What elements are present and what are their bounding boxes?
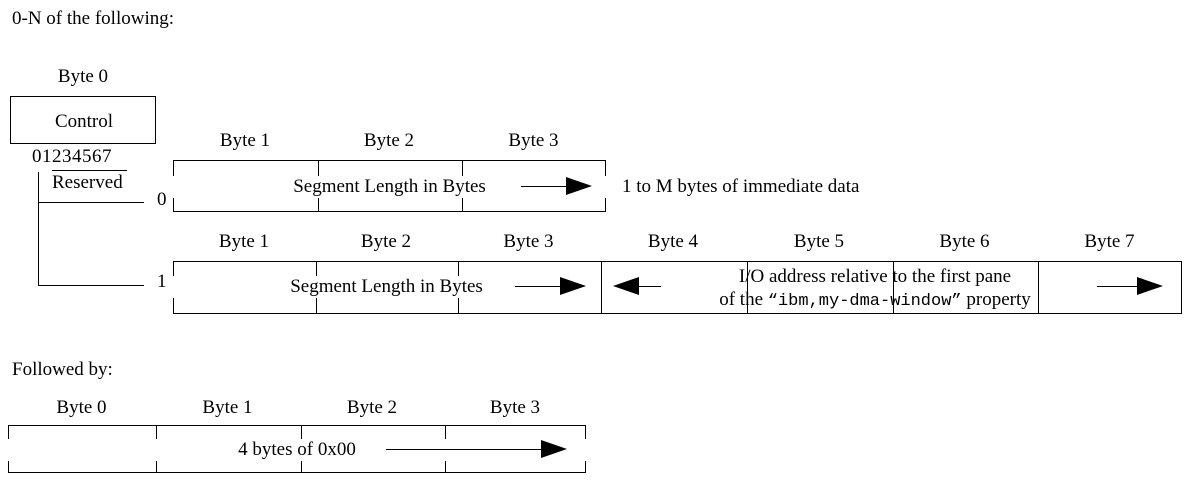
row1-byte4-label: Byte 4 (647, 231, 699, 252)
row1-address-line1: I/O address relative to the first pane (738, 266, 1012, 287)
control-box: Control (10, 96, 156, 144)
row0-byte2-label: Byte 2 (363, 130, 415, 151)
row0-index: 0 (157, 189, 167, 210)
followed-by-heading: Followed by: (12, 359, 113, 380)
reserved-overline (52, 170, 127, 171)
row1-cell-divider-3 (601, 262, 602, 313)
row1-cell-divider-4 (747, 262, 748, 313)
row0-arrow-right-head (566, 177, 592, 195)
row1-address-line2-post: property (961, 289, 1031, 310)
trailer-arrow-right-head (541, 440, 567, 458)
row0-arrow-label: Segment Length in Bytes (173, 176, 606, 198)
immediate-data-note: 1 to M bytes of immediate data (622, 176, 860, 197)
row1-cell-divider-5 (893, 262, 894, 313)
row1-addr-arrow-left-head (613, 277, 639, 295)
reserved-label: Reserved (52, 172, 123, 193)
row1-address-line2-pre: of the (719, 289, 768, 310)
row0-arrow-right-shaft (521, 186, 566, 187)
control-box-label: Control (54, 111, 114, 132)
row1-byte5-label: Byte 5 (793, 231, 845, 252)
row0-byte1-label: Byte 1 (219, 130, 271, 151)
trailer-byte1-label: Byte 1 (202, 397, 253, 418)
bit7-bracket-vertical (38, 172, 39, 286)
trailer-byte2-label: Byte 2 (346, 397, 398, 418)
row1-seg-arrow-right-shaft (515, 286, 560, 287)
row1-addr-arrow-right-head (1137, 277, 1163, 295)
row1-seg-arrow-right-head (560, 277, 586, 295)
intro-heading: 0-N of the following: (12, 8, 175, 29)
row1-address-line2: of the “ibm,my-dma-window” property (640, 288, 1110, 313)
row1-byte2-label: Byte 2 (360, 231, 412, 252)
trailer-byte3-label: Byte 3 (489, 397, 541, 418)
trailer-arrow-label: 4 bytes of 0x00 (8, 439, 586, 461)
row1-addr-arrow-right-shaft (1097, 286, 1137, 287)
control-byte-label: Byte 0 (57, 66, 109, 87)
row1-byte3-label: Byte 3 (503, 231, 554, 252)
row1-seg-arrow-label: Segment Length in Bytes (173, 276, 600, 298)
row1-address-property: “ibm,my-dma-window” (767, 292, 962, 311)
trailer-byte0-label: Byte 0 (56, 397, 107, 418)
row1-byte1-label: Byte 1 (218, 231, 270, 252)
row1-byte7-label: Byte 7 (1084, 231, 1135, 252)
bit7-bracket-branch-row0 (38, 202, 144, 203)
row1-cell-divider-6 (1038, 262, 1039, 313)
row0-byte3-label: Byte 3 (508, 130, 559, 151)
control-bit-digits: 01234567 (32, 146, 112, 167)
row1-index: 1 (157, 271, 167, 292)
bit7-bracket-branch-row1 (38, 285, 144, 286)
row1-byte6-label: Byte 6 (939, 231, 990, 252)
row1-addr-arrow-left-shaft (639, 286, 661, 287)
trailer-arrow-right-shaft (386, 449, 541, 450)
row1-address-text: I/O address relative to the first pane o… (640, 265, 1110, 313)
